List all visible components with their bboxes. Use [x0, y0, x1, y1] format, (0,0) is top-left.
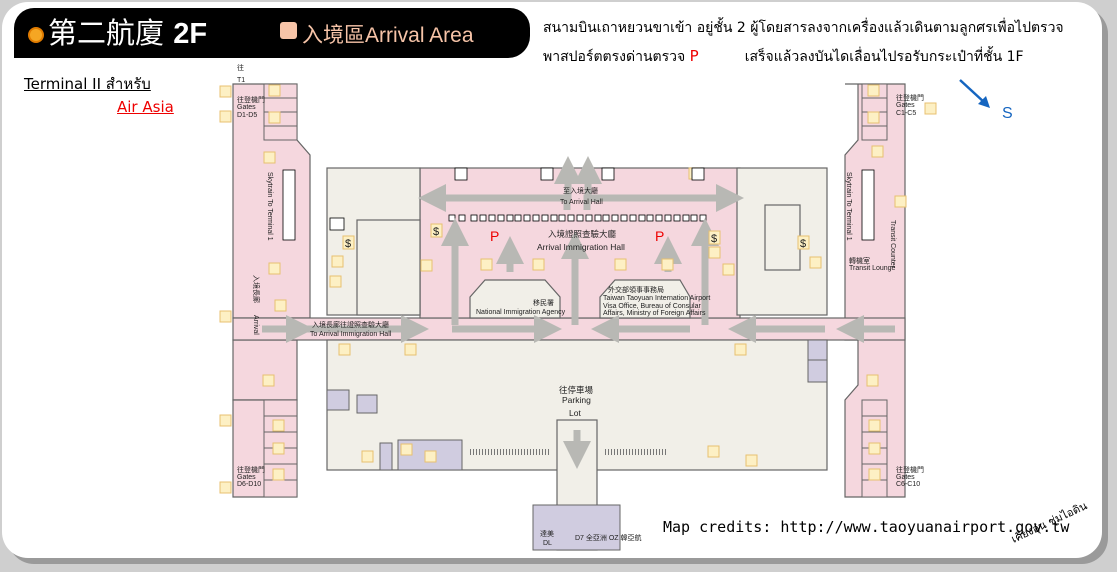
- escalator-icons: [282, 167, 875, 241]
- gates-d6-cn: 往登機門: [237, 465, 265, 474]
- passport-marker: P: [689, 47, 699, 65]
- currency-exchange-icons: [342, 223, 810, 250]
- transit-lounge-cn: 轉機室: [849, 256, 870, 265]
- svg-text:$: $: [345, 238, 351, 250]
- gates-c6-range: C6-C10: [896, 481, 920, 488]
- gates-d1-cn: 往登機門: [237, 95, 265, 104]
- immigration-hall-label: Arrival Immigration Hall: [537, 242, 625, 252]
- gates-c1-label: Gates: [896, 102, 915, 109]
- nia-cn: 移民署: [533, 298, 554, 307]
- visa-office-cn: 外交部領事事務局: [608, 285, 664, 294]
- flow-arrows: [262, 156, 895, 469]
- terminal-note: Terminal II สำหรับ: [24, 75, 151, 93]
- gates-d6-range: D6-D10: [237, 481, 261, 488]
- arrival-corridor-label: Arrival: [252, 315, 259, 335]
- gates-c6-label: Gates: [896, 474, 915, 481]
- map-credits: Map credits: http://www.taoyuanairport.g…: [663, 518, 1070, 536]
- instruction-line-2: พาสปอร์ตตรงด่านตรวจ P เสร็จแล้วลงบันไดเลื…: [543, 46, 1024, 68]
- title-terminal: 第二航廈: [48, 16, 165, 50]
- instruction-text: เสร็จแล้วลงบันไดเลื่อนไปรอรับกระเป๋าที่ช…: [744, 49, 1024, 65]
- header-bar: [14, 8, 530, 58]
- parking-label-1: Parking: [562, 395, 591, 405]
- gates-d1-range: D1-D5: [237, 112, 257, 119]
- gates-c6-cn: 往登機門: [896, 465, 924, 474]
- transit-counter-label: Transit Counter: [889, 220, 896, 269]
- airline-oz-label: D7 全亞洲 OZ 韓亞航: [575, 533, 642, 542]
- to-arrival-hall-label: To Arrival Hall: [560, 199, 603, 206]
- visa-office-line2: Visa Office, Bureau of Consular: [603, 303, 701, 310]
- arrival-area-swatch: [280, 22, 297, 39]
- info-icons: [262, 145, 884, 463]
- svg-text:$: $: [711, 233, 717, 245]
- to-immigration-label: To Arrival Immigration Hall: [310, 331, 392, 338]
- parking-cn: 往停車場: [559, 385, 594, 395]
- instruction-line-1: สนามบินเถาหยวนขาเข้า อยู่ชั้น 2 ผู้โดยสา…: [543, 20, 1064, 36]
- svg-text:$: $: [433, 226, 439, 238]
- to-immigration-cn: 入境長廊往證照查驗大廳: [312, 320, 389, 329]
- to-t1-label: T1: [237, 77, 245, 84]
- gates-c1-cn: 往登機門: [896, 93, 924, 102]
- passport-check-marker: P: [655, 228, 664, 244]
- airline-dl-label: DL: [543, 540, 552, 547]
- page-title: 第二航廈 2F: [48, 10, 207, 52]
- arrival-area-label: 入境區Arrival Area: [302, 24, 474, 47]
- visa-office-line3: Affairs, Ministry of Foreign Affairs: [603, 310, 706, 317]
- immigration-booths: [448, 214, 707, 222]
- compass-arrow-icon: [959, 79, 990, 108]
- instruction-text: พาสปอร์ตตรงด่านตรวจ: [543, 49, 686, 65]
- currency-labels: $ $ $ $: [345, 226, 806, 250]
- immigration-hall-cn: 入境證照查驗大廳: [548, 229, 617, 239]
- airline-note: Air Asia: [117, 98, 174, 116]
- passport-check-marker: P: [490, 228, 499, 244]
- gates-d1-label: Gates: [237, 104, 256, 111]
- gates-c1-range: C1-C5: [896, 110, 916, 117]
- to-t1-cn: 往: [237, 63, 244, 72]
- arrival-corridor-cn: 入境長廊: [252, 275, 261, 303]
- parking-label-2: Lot: [569, 408, 581, 418]
- restroom-icons: [268, 84, 881, 481]
- visa-office-line1: Taiwan Taoyuan Internation Airport: [603, 295, 710, 302]
- svg-text:$: $: [800, 238, 806, 250]
- skytrain-left-label: Skytrain To Terminal 1: [266, 172, 273, 241]
- skytrain-right-label: Skytrain To Terminal 1: [845, 172, 852, 241]
- gates-d6-label: Gates: [237, 474, 256, 481]
- title-floor: 2F: [173, 18, 208, 50]
- phone-icons: [219, 85, 937, 494]
- transit-lounge-label: Transit Lounge: [849, 265, 896, 272]
- compass-label: S: [1002, 105, 1013, 122]
- nia-label: National Immigration Agency: [476, 309, 566, 316]
- to-arrival-hall-cn: 至入境大廳: [563, 186, 598, 195]
- airline-dl-cn: 達美: [540, 529, 554, 538]
- bullet-icon: [28, 27, 44, 43]
